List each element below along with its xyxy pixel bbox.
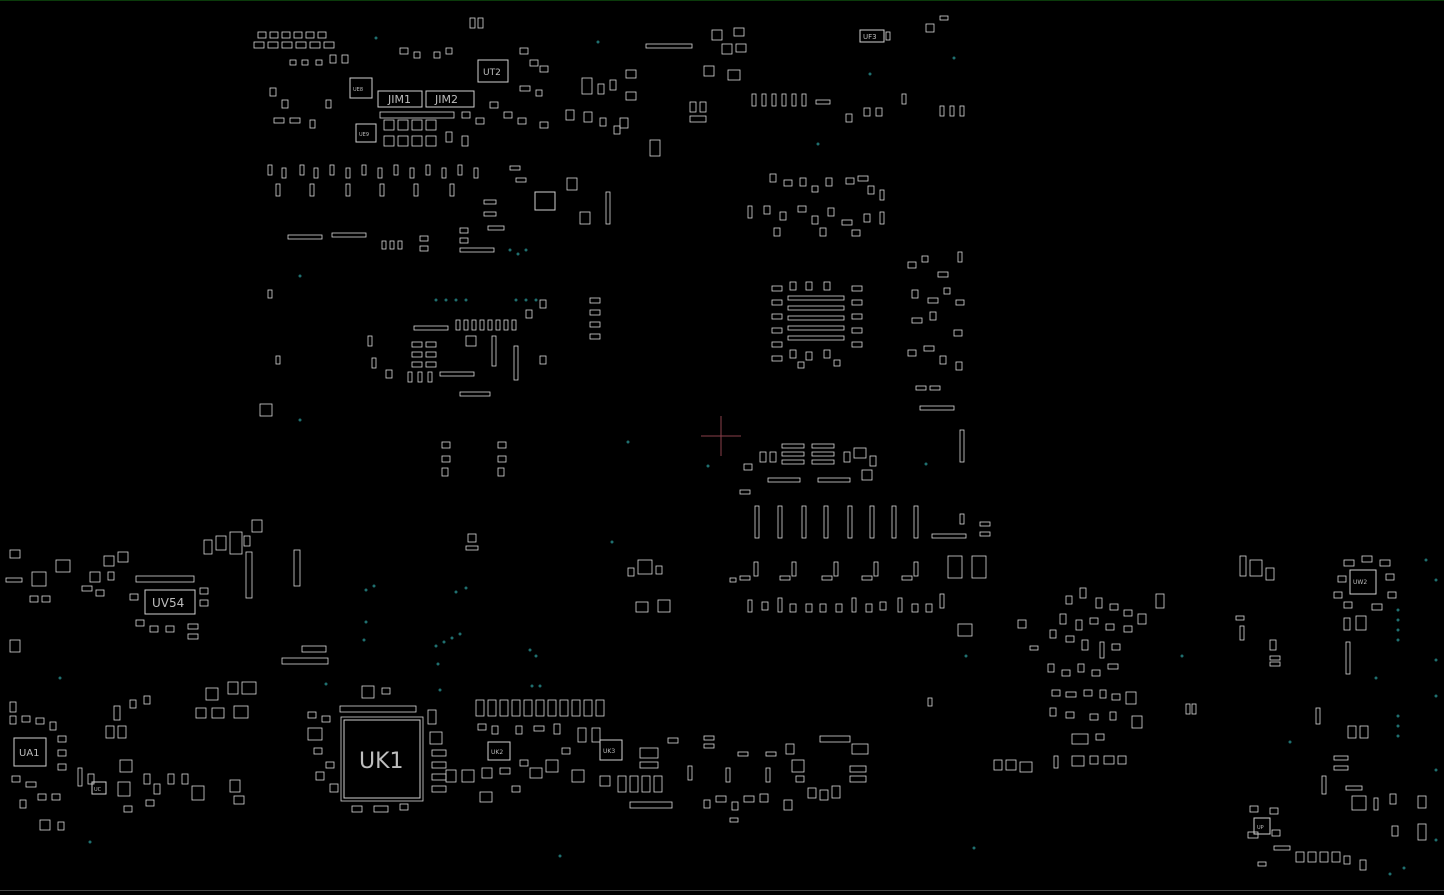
component-ue8[interactable] [349, 77, 373, 99]
component-cluster-center[interactable] [259, 297, 991, 637]
component-jim2[interactable] [425, 90, 475, 108]
component-up[interactable] [1253, 817, 1271, 835]
component-label-uc: UC [94, 787, 102, 793]
component-label-ut2: UT2 [483, 68, 501, 78]
component-label-ua1: UA1 [19, 748, 40, 759]
component-ic-small[interactable] [534, 191, 556, 211]
component-label-uk3: UK3 [603, 748, 615, 755]
component-uk1[interactable] [343, 719, 421, 799]
component-label-uw2: UW2 [1353, 579, 1367, 586]
connector-strip[interactable] [379, 111, 455, 119]
via-group [58, 36, 1438, 876]
component-uk3[interactable] [599, 739, 623, 761]
component-cluster-bottom-center[interactable]: UK1 UK2 [307, 685, 933, 823]
component-uc[interactable] [91, 781, 107, 795]
component-jim1[interactable] [377, 90, 423, 108]
crosshair-cursor-icon [701, 416, 741, 456]
component-label-up: UP [1257, 825, 1264, 831]
component-cluster-top-left[interactable]: JIM1 JIM2 UT2 UE8 UE9 [253, 17, 611, 299]
component-cluster-right-middle[interactable] [747, 173, 965, 463]
component-label-jim1: JIM1 [387, 93, 411, 106]
component-uv54[interactable] [144, 589, 196, 615]
component-label-uf3: UF3 [863, 33, 877, 41]
component-uk2[interactable] [487, 741, 511, 761]
component-label-ue9: UE9 [359, 132, 369, 138]
component-label-uk2: UK2 [491, 749, 503, 756]
component-label-uv54: UV54 [152, 596, 184, 610]
component-ut2[interactable] [477, 59, 509, 83]
component-uf3[interactable] [859, 29, 885, 43]
component-label-ue8: UE8 [353, 87, 363, 93]
component-ue9[interactable] [355, 123, 377, 143]
component-label-jim2: JIM2 [434, 93, 458, 106]
component-label-uk1: UK1 [359, 749, 404, 774]
component-cluster-right-bottom[interactable]: UW2 UP [993, 555, 1427, 871]
component-cluster-top-center[interactable]: UF3 [565, 15, 965, 157]
component-cluster-left-bottom[interactable]: UV54 UC UA1 [5, 519, 329, 831]
component-uw2[interactable] [1349, 569, 1377, 595]
component-ua1[interactable] [13, 737, 47, 767]
